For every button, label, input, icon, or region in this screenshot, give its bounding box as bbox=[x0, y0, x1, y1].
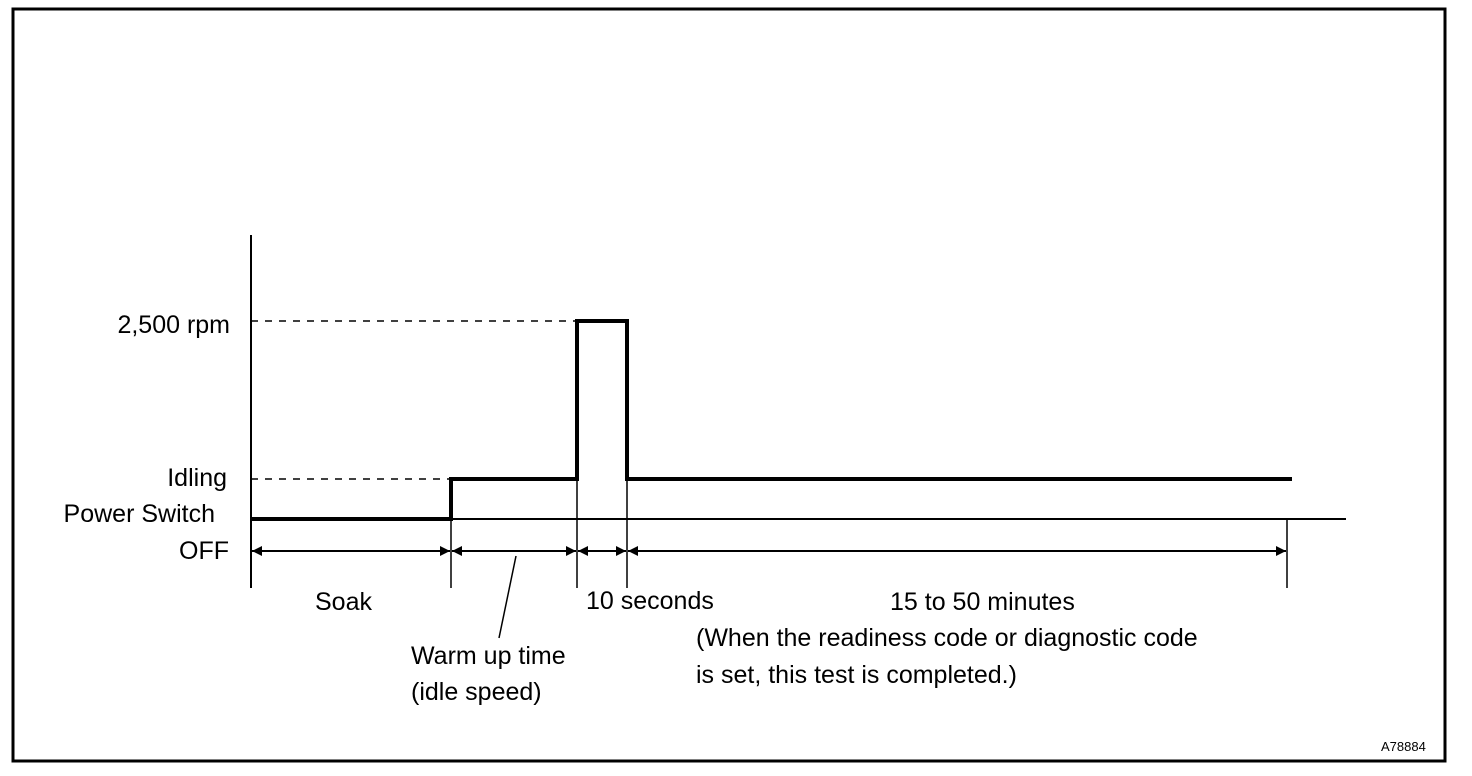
label-2500-rpm: 2,500 rpm bbox=[117, 311, 230, 339]
engine-speed-profile bbox=[251, 319, 1292, 521]
label-off: OFF bbox=[179, 537, 229, 565]
warmup-leader-line bbox=[498, 555, 517, 639]
label-15-to-50-minutes: 15 to 50 minutes bbox=[890, 588, 1075, 616]
label-idling: Idling bbox=[167, 464, 227, 492]
label-power-switch: Power Switch bbox=[63, 500, 215, 528]
completion-note-line2: is set, this test is completed.) bbox=[696, 661, 1017, 689]
label-soak: Soak bbox=[315, 588, 372, 616]
figure-code: A78884 bbox=[1381, 739, 1426, 754]
label-warm-up-line1: Warm up time bbox=[411, 642, 566, 670]
label-warm-up-line2: (idle speed) bbox=[411, 678, 542, 706]
figure-frame bbox=[11, 7, 1447, 763]
completion-note-line1: (When the readiness code or diagnostic c… bbox=[696, 624, 1198, 652]
label-10-seconds: 10 seconds bbox=[586, 587, 714, 615]
